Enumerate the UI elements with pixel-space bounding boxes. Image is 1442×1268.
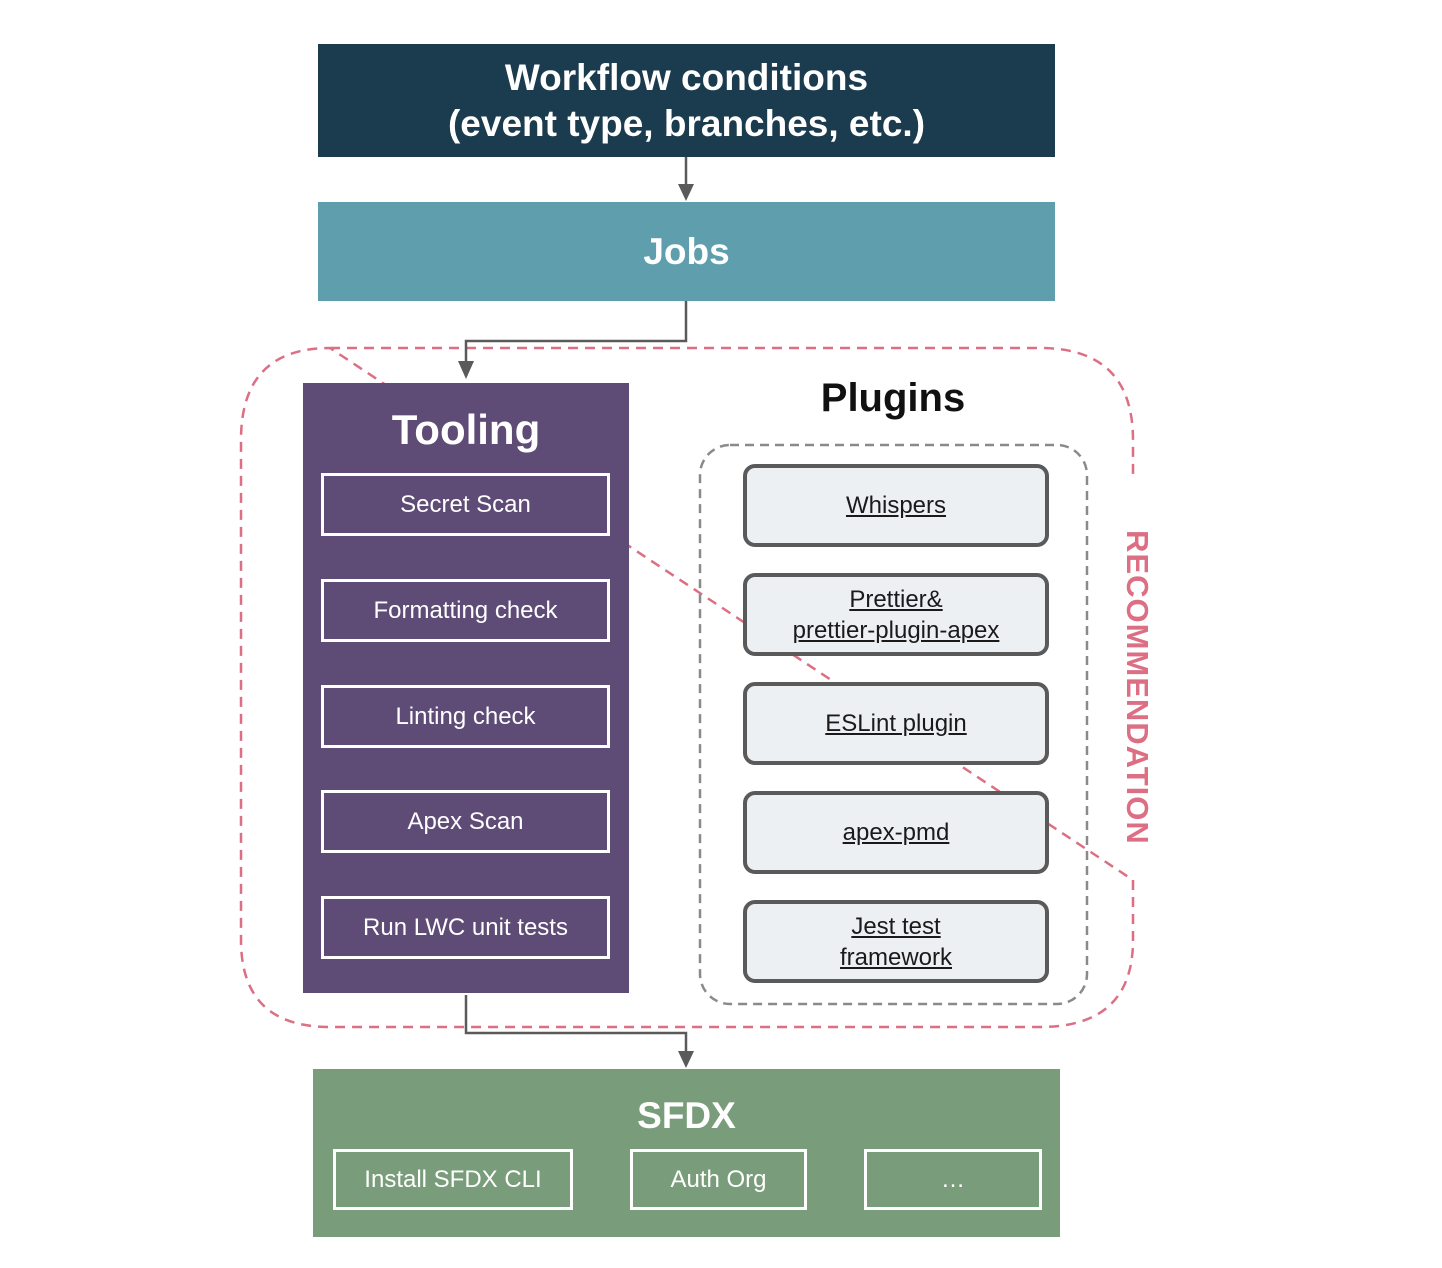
recommendation-frame bbox=[239, 346, 1135, 1029]
plugin-jest[interactable]: Jest test framework bbox=[743, 900, 1049, 983]
workflow-conditions-line1: Workflow conditions bbox=[504, 56, 869, 98]
workflow-conditions-line2: (event type, branches, etc.) bbox=[447, 102, 926, 144]
arrow-jobs-to-tooling bbox=[458, 301, 688, 379]
plugin-apex-pmd-label[interactable]: apex-pmd bbox=[842, 819, 950, 846]
tooling-step-linting-check: Linting check bbox=[321, 685, 610, 748]
tooling-panel bbox=[303, 383, 629, 993]
recommendation-label: RECOMMENDATION bbox=[1120, 529, 1155, 845]
tooling-title: Tooling bbox=[391, 406, 541, 453]
plugin-prettier[interactable]: Prettier& prettier-plugin-apex bbox=[743, 573, 1049, 656]
arrow-tooling-to-sfdx bbox=[464, 995, 694, 1068]
plugin-whispers-label[interactable]: Whispers bbox=[845, 492, 947, 519]
plugin-apex-pmd[interactable]: apex-pmd bbox=[743, 791, 1049, 874]
sfdx-title: SFDX bbox=[637, 1095, 736, 1136]
tooling-step-apex-scan: Apex Scan bbox=[321, 790, 610, 853]
tooling-step-secret-scan: Secret Scan bbox=[321, 473, 610, 536]
plugin-jest-label-line1[interactable]: Jest test bbox=[851, 912, 941, 940]
plugin-prettier-label-line1[interactable]: Prettier& bbox=[849, 585, 943, 613]
plugin-eslint[interactable]: ESLint plugin bbox=[743, 682, 1049, 765]
sfdx-step-auth-org: Auth Org bbox=[630, 1149, 807, 1210]
workflow-conditions-box: Workflow conditions (event type, branche… bbox=[318, 44, 1055, 157]
tooling-step-run-lwc-unit-tests: Run LWC unit tests bbox=[321, 896, 610, 959]
sfdx-step-more: … bbox=[864, 1149, 1042, 1210]
tooling-step-formatting-check: Formatting check bbox=[321, 579, 610, 642]
plugins-title: Plugins bbox=[820, 375, 966, 420]
plugin-prettier-label-line2[interactable]: prettier-plugin-apex bbox=[792, 616, 1000, 644]
jobs-box: Jobs bbox=[318, 202, 1055, 301]
plugin-whispers[interactable]: Whispers bbox=[743, 464, 1049, 547]
plugin-eslint-label[interactable]: ESLint plugin bbox=[825, 710, 967, 737]
plugins-frame bbox=[698, 443, 1089, 1006]
plugin-jest-label-line2[interactable]: framework bbox=[839, 943, 953, 971]
arrow-conditions-to-jobs bbox=[678, 157, 694, 201]
sfdx-step-install-cli: Install SFDX CLI bbox=[333, 1149, 573, 1210]
